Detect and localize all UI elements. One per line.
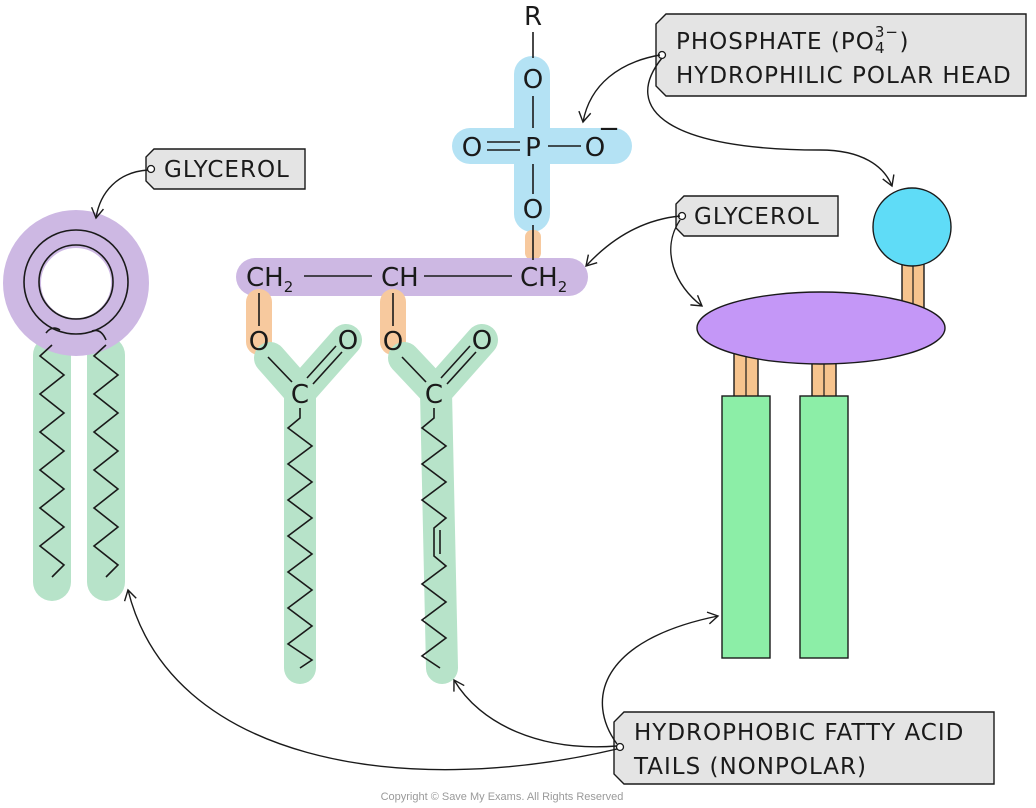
phosphate-label-line1: PHOSPHATE (PO3−4) bbox=[676, 23, 909, 57]
arrow-glycerol-to-ring bbox=[90, 169, 149, 220]
phosphate-negative-charge: − bbox=[598, 114, 620, 144]
pointer-arrows bbox=[90, 54, 895, 771]
glycerol-right-tag-box bbox=[675, 195, 839, 237]
carbon-middle: C bbox=[425, 380, 443, 410]
glycerol-right-label: GLYCEROL bbox=[694, 204, 820, 230]
model-fatty-acid-tail-right bbox=[799, 395, 849, 659]
phosphate-label-tag: PHOSPHATE (PO3−4) HYDROPHILIC POLAR HEAD bbox=[655, 13, 1027, 97]
left-glycerol-ring-inner bbox=[38, 244, 114, 320]
phosphate-horizontal-highlight bbox=[452, 128, 632, 164]
glycerol-ch-middle: CH bbox=[381, 263, 419, 293]
phosphate-p: P bbox=[525, 133, 541, 163]
tails-label-line2: TAILS (NONPOLAR) bbox=[633, 754, 867, 780]
carbonyl-o-middle: O bbox=[472, 326, 492, 356]
glycerol-backbone-highlight bbox=[236, 258, 588, 296]
tails-tag-box bbox=[613, 711, 995, 785]
phospholipid-structure: R O O P O − O CH2 CH CH2 O O C O C bbox=[236, 2, 632, 684]
left-tail-1-zigzag bbox=[38, 344, 66, 578]
fatty-acid-right-chain bbox=[420, 408, 448, 669]
copyright-notice: Copyright © Save My Exams. All Rights Re… bbox=[381, 791, 624, 803]
glycerol-ch2-right: CH2 bbox=[520, 263, 567, 296]
right-phospholipid-model bbox=[696, 187, 952, 659]
ester-o-middle: O bbox=[383, 327, 403, 357]
arrow-phosphate-to-model-head bbox=[647, 57, 895, 188]
arrow-phosphate-to-formula bbox=[578, 54, 661, 124]
left-glycerol-ring-highlight bbox=[3, 210, 149, 356]
model-glycerol-ellipse bbox=[696, 291, 946, 365]
phosphate-tag-box bbox=[655, 13, 1027, 97]
model-phosphate-head bbox=[872, 187, 952, 267]
carbon-left: C bbox=[291, 380, 309, 410]
carbonyl-o-left: O bbox=[338, 326, 358, 356]
arrow-tails-to-model bbox=[601, 611, 720, 745]
phosphate-label-line2: HYDROPHILIC POLAR HEAD bbox=[676, 63, 1012, 89]
arrow-tails-to-formula bbox=[453, 678, 618, 748]
phosphate-o-left: O bbox=[462, 133, 482, 163]
arrow-tails-to-ring bbox=[123, 588, 618, 771]
phosphate-o-top: O bbox=[523, 65, 543, 95]
left-ring-tail-join bbox=[45, 327, 107, 341]
glycerol-left-label: GLYCEROL bbox=[164, 157, 290, 183]
fatty-acid-left-chain bbox=[286, 408, 314, 669]
tails-label-tag: HYDROPHOBIC FATTY ACID TAILS (NONPOLAR) bbox=[613, 711, 995, 785]
left-tail-2-zigzag bbox=[92, 344, 120, 578]
left-glycerol-ring bbox=[23, 229, 129, 335]
phosphate-o-right: O bbox=[585, 133, 605, 163]
glycerol-ch2-left: CH2 bbox=[246, 263, 293, 296]
glycerol-left-label-tag: GLYCEROL bbox=[145, 148, 306, 190]
left-phospholipid-model bbox=[3, 210, 149, 601]
model-fatty-acid-tail-left bbox=[721, 395, 771, 659]
r-group-label: R bbox=[524, 2, 542, 32]
ester-o-left: O bbox=[249, 327, 269, 357]
glycerol-left-tag-box bbox=[145, 148, 306, 190]
arrow-glycerol-to-backbone bbox=[585, 215, 681, 267]
tails-label-line1: HYDROPHOBIC FATTY ACID bbox=[634, 720, 964, 746]
arrow-glycerol-to-model bbox=[670, 219, 704, 307]
phosphate-o-bottom: O bbox=[523, 195, 543, 225]
glycerol-right-label-tag: GLYCEROL bbox=[675, 195, 839, 237]
